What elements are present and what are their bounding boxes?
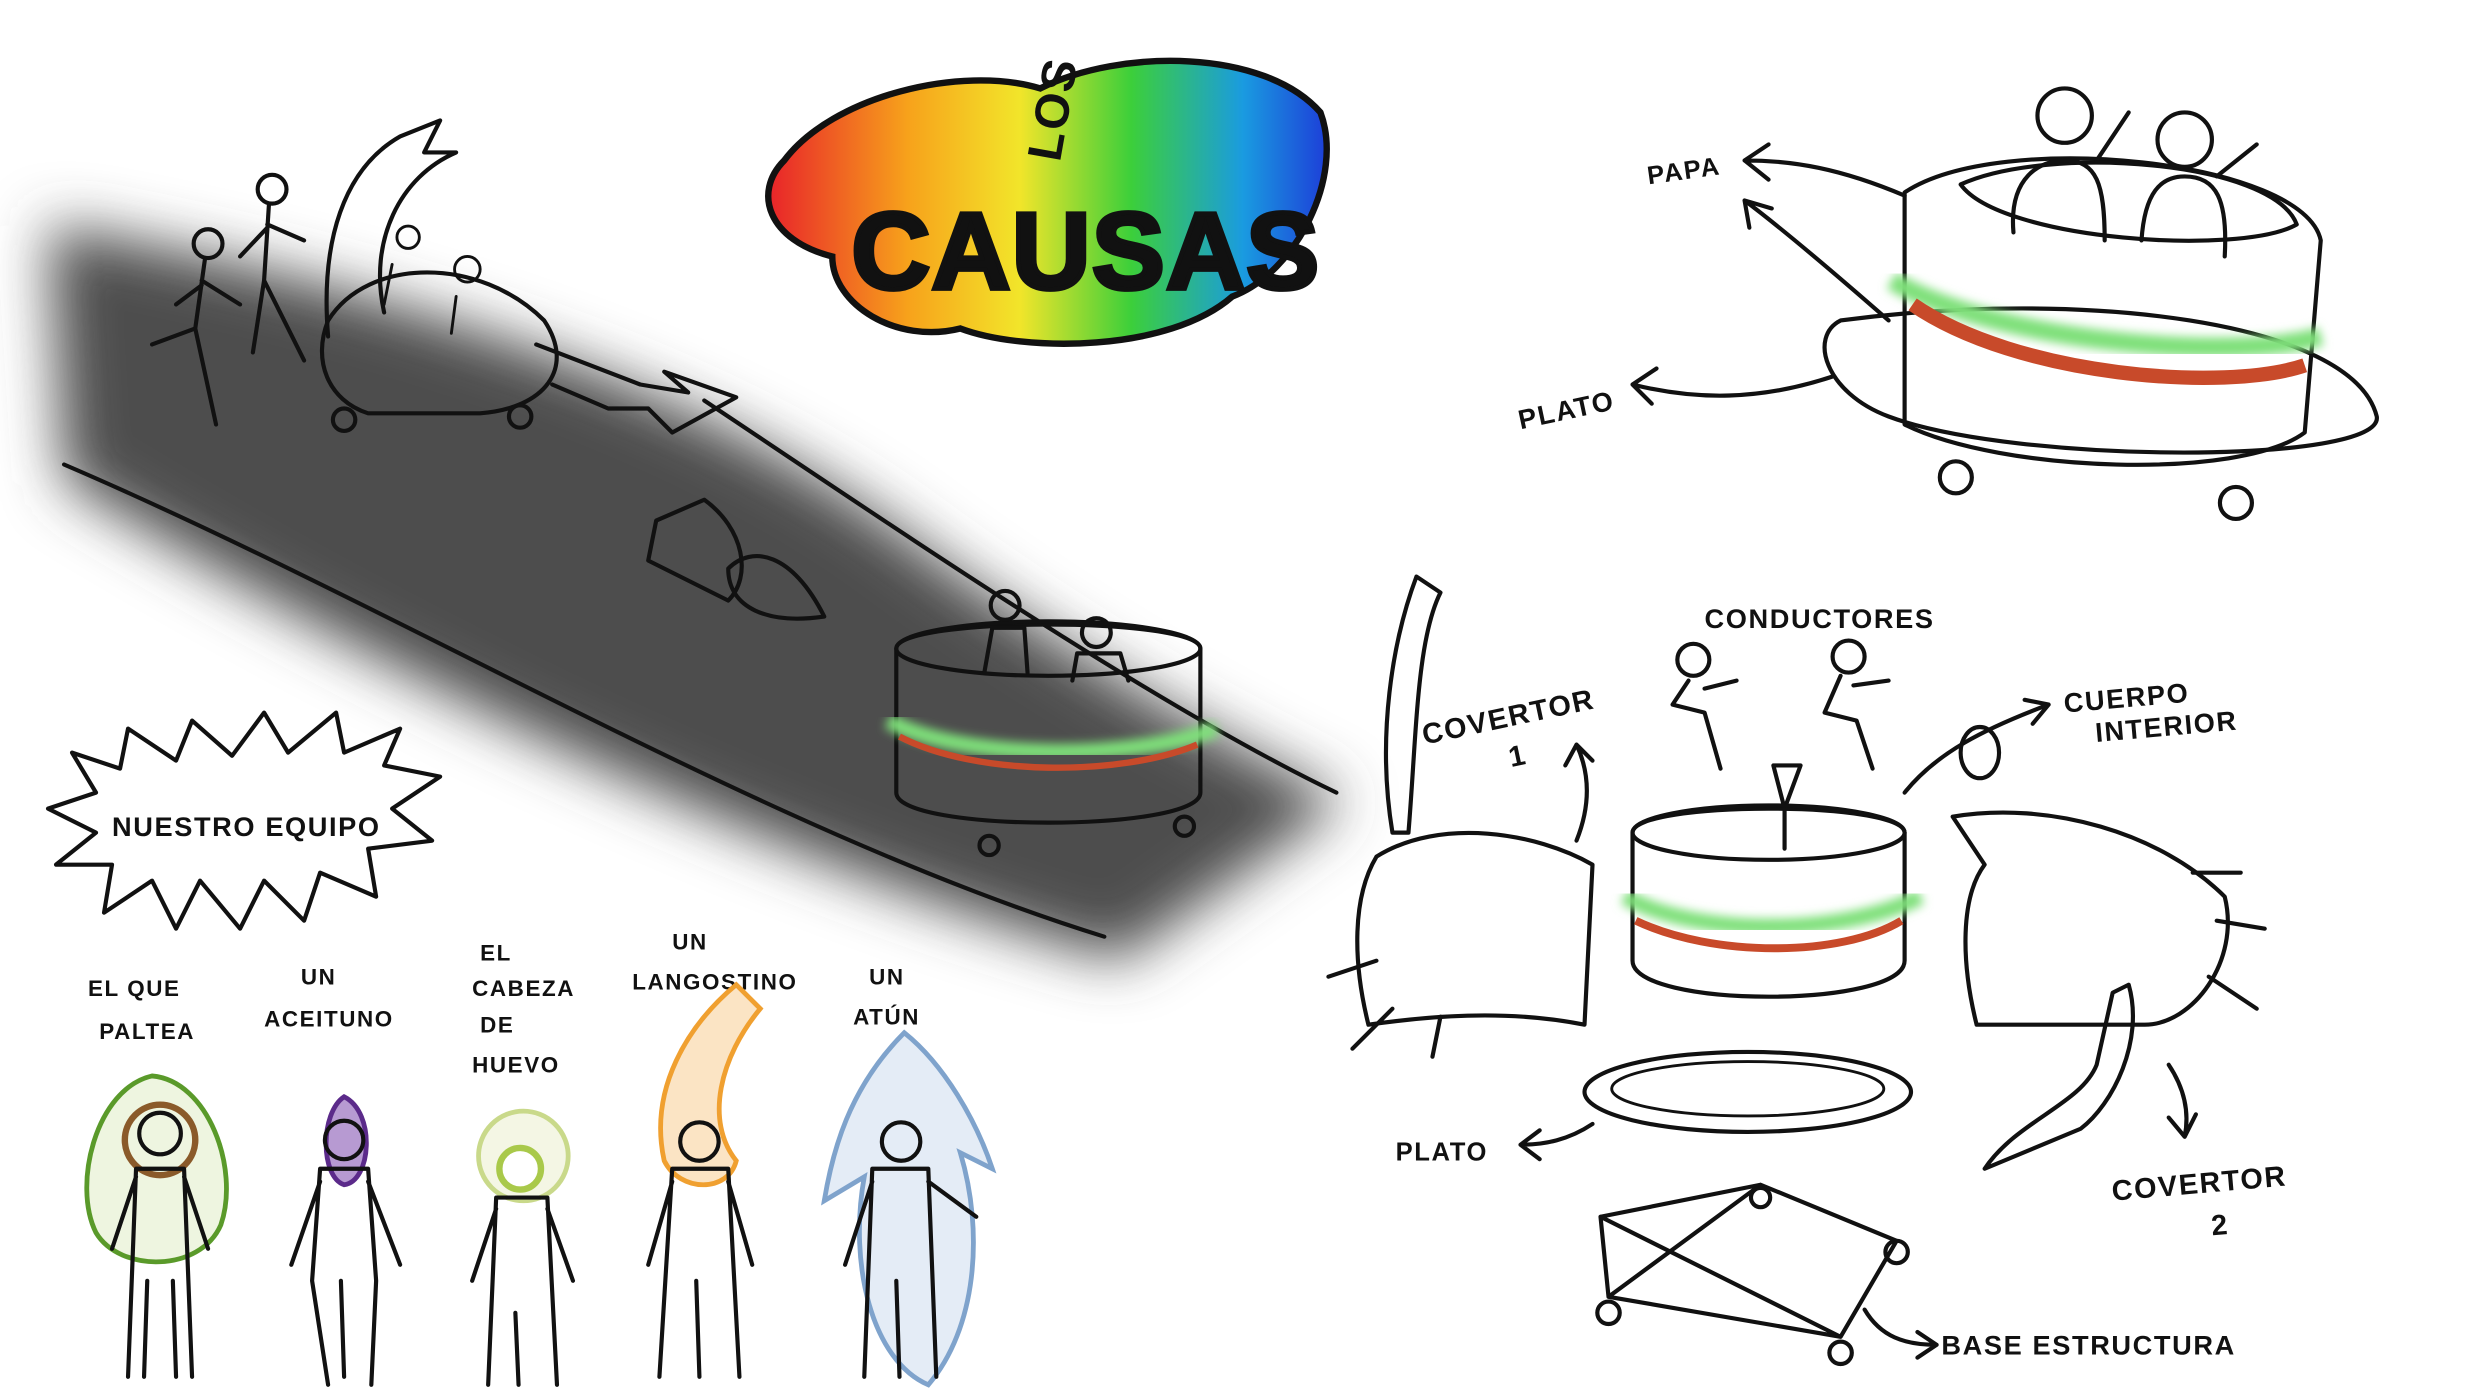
team-banner-label: NUESTRO EQUIPO: [112, 811, 381, 842]
drivers: [1670, 638, 1891, 771]
exploded-view: CONDUCTORES COVERTOR1 CUERPOINTERIOR: [1326, 574, 2292, 1367]
label-plato-top: PLATO: [1515, 385, 1617, 436]
logo-text-causas: CAUSAS: [851, 190, 1320, 312]
base-estructura: BASE ESTRUCTURA: [1595, 1182, 2235, 1367]
causa-vehicle-road: [884, 588, 1220, 858]
label-papa: PAPA: [1645, 152, 1722, 190]
label-covertor-1: COVERTOR1: [1419, 684, 1606, 791]
scorpion-vehicle: [319, 118, 739, 435]
tuna-costume-figure: [821, 1029, 997, 1388]
team-figures: [84, 981, 997, 1388]
covertor-1: COVERTOR1: [1326, 574, 1606, 1059]
plato: PLATO: [1396, 1049, 1914, 1167]
road: [48, 224, 1345, 961]
running-people: [149, 172, 307, 427]
los-causas-logo: LOS CAUSAS: [765, 54, 1330, 347]
label-conductores: CONDUCTORES: [1705, 603, 1935, 634]
label-base-estructura: BASE ESTRUCTURA: [1941, 1329, 2235, 1360]
label-cuerpo-interior: CUERPOINTERIOR: [2062, 673, 2238, 751]
olive-costume-figure: [289, 1093, 403, 1387]
label-covertor-2: COVERTOR2: [2111, 1161, 2292, 1251]
causa-vehicle-detail: PAPA PLATO: [1515, 86, 2379, 522]
egg-head-figure: [470, 1108, 576, 1387]
covertor-2: COVERTOR2: [1950, 810, 2292, 1251]
shrimp-costume-figure: [646, 981, 764, 1379]
capsule-pod: [646, 497, 827, 621]
label-plato-exploded: PLATO: [1396, 1139, 1488, 1167]
avocado-costume-figure: [84, 1073, 229, 1379]
cuerpo-interior: CUERPOINTERIOR: [1620, 673, 2239, 999]
team-banner: NUESTRO EQUIPO: [45, 710, 443, 931]
